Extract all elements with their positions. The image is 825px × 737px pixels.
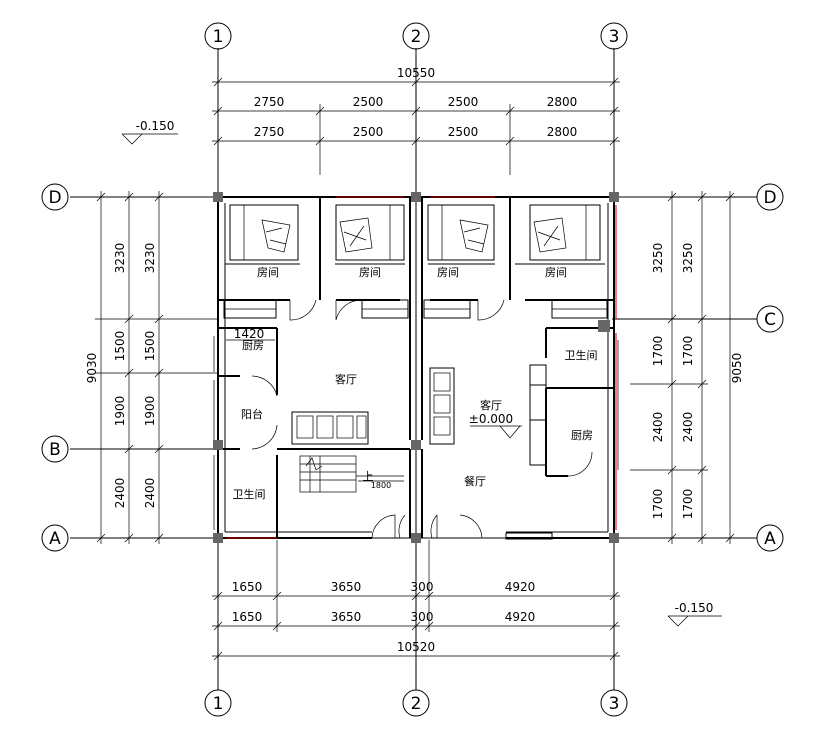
right-dimension-chains: [630, 191, 735, 544]
dim-top-row2-b: 2500: [353, 125, 384, 139]
dim-1420: 1420: [234, 327, 265, 341]
room-label-balcony: 阳台: [241, 407, 263, 421]
bed-room-1: [229, 204, 299, 261]
dim-bottom-row2-d: 4920: [505, 610, 536, 624]
dim-left-col2-c: 1900: [143, 396, 157, 427]
top-dimension-chains: [212, 77, 620, 175]
axis-bubble-right-D: D: [756, 183, 784, 211]
level-marker-bottom-right: -0.150: [667, 601, 722, 627]
dim-stair-1800: 1800: [371, 481, 391, 490]
room-label-living-right: 客厅: [480, 398, 502, 412]
room-label-living-left: 客厅: [335, 372, 357, 386]
bed-room-4: [529, 204, 601, 261]
doors: [251, 299, 593, 539]
dim-right-total: 9050: [730, 353, 744, 384]
room-label-bedroom-4: 房间: [545, 266, 567, 279]
dim-top-row1-d: 2800: [547, 95, 578, 109]
dim-top-row2-d: 2800: [547, 125, 578, 139]
axis-bubble-left-B: B: [41, 435, 69, 463]
axis-bubble-left-D: D: [41, 183, 69, 211]
room-label-bedroom-3: 房间: [437, 266, 459, 279]
dim-left-col1-a: 3230: [113, 243, 127, 274]
dim-bottom-row1-d: 4920: [505, 580, 536, 594]
dim-bottom-row2-c: 300: [411, 610, 434, 624]
dim-left-col2-a: 3230: [143, 243, 157, 274]
svg-text:B: B: [49, 440, 61, 460]
room-label-kitchen-left: 厨房: [242, 339, 264, 352]
axis-bubble-bottom-2: 2: [402, 689, 430, 717]
dim-left-col2-d: 2400: [143, 478, 157, 509]
room-label-bedroom-2: 房间: [359, 266, 381, 279]
svg-text:3: 3: [609, 27, 620, 47]
dim-left-col1-c: 1900: [113, 396, 127, 427]
bed-room-2: [335, 204, 405, 261]
dim-bottom-row2-b: 3650: [331, 610, 362, 624]
bottom-dimension-chains: [212, 540, 620, 661]
interior-walls: [218, 197, 614, 538]
windows: [213, 299, 619, 540]
axis-bubble-bottom-1: 1: [204, 689, 232, 717]
svg-text:2: 2: [411, 694, 422, 714]
left-dimension-chains: [95, 191, 218, 544]
dim-right-col1-c: 2400: [651, 412, 665, 443]
dim-left-col1-d: 2400: [113, 478, 127, 509]
svg-text:1: 1: [213, 27, 224, 47]
dim-left-col1-b: 1500: [113, 331, 127, 362]
dim-left-total: 9030: [85, 353, 99, 384]
dim-top-total: 10550: [397, 66, 435, 80]
dim-bottom-row1-a: 1650: [232, 580, 263, 594]
room-label-bath-left: 卫生间: [233, 487, 266, 501]
axis-bubble-top-3: 3: [600, 22, 628, 50]
room-label-stair-up: 上: [363, 470, 374, 483]
stair: [299, 455, 404, 493]
dim-bottom-row1-c: 300: [411, 580, 434, 594]
svg-text:1: 1: [213, 694, 224, 714]
dim-top-row2-c: 2500: [448, 125, 479, 139]
dim-bottom-row1-b: 3650: [331, 580, 362, 594]
svg-text:D: D: [763, 188, 776, 208]
dim-top-row2-a: 2750: [254, 125, 285, 139]
room-label-bedroom-1: 房间: [257, 266, 279, 279]
dim-right-col2-b: 1700: [681, 336, 695, 367]
svg-text:±0.000: ±0.000: [469, 412, 513, 426]
svg-text:A: A: [49, 529, 61, 549]
dim-left-col2-b: 1500: [143, 331, 157, 362]
structural-columns: [213, 192, 619, 543]
svg-text:2: 2: [411, 27, 422, 47]
level-marker-floor: ±0.000: [469, 412, 522, 439]
axis-bubble-right-C: C: [756, 305, 784, 333]
axis-bubble-right-A: A: [756, 524, 784, 552]
svg-text:D: D: [48, 188, 61, 208]
level-marker-top-left: -0.150: [121, 119, 178, 145]
dim-right-col1-b: 1700: [651, 336, 665, 367]
sofa-living-left: [291, 411, 369, 445]
dim-right-col2-d: 1700: [681, 489, 695, 520]
bed-room-3: [427, 204, 495, 261]
axis-bubble-top-2: 2: [402, 22, 430, 50]
room-label-dining: 餐厅: [464, 474, 486, 488]
dim-bottom-total: 10520: [397, 640, 435, 654]
dim-bottom-row2-a: 1650: [232, 610, 263, 624]
axis-bubble-top-1: 1: [204, 22, 232, 50]
red-wall-accents: [226, 196, 617, 539]
room-label-kitchen-right: 厨房: [571, 429, 593, 442]
svg-text:-0.150: -0.150: [675, 601, 714, 615]
dim-top-row1-b: 2500: [353, 95, 384, 109]
axis-bubble-left-A: A: [41, 524, 69, 552]
dim-top-row1-c: 2500: [448, 95, 479, 109]
svg-text:C: C: [764, 310, 776, 330]
room-label-bath-right: 卫生间: [565, 348, 598, 362]
svg-text:-0.150: -0.150: [136, 119, 175, 133]
svg-text:A: A: [764, 529, 776, 549]
dim-right-col2-a: 3250: [681, 243, 695, 274]
svg-text:3: 3: [609, 694, 620, 714]
sofa-living-right: [429, 367, 455, 445]
dim-right-col1-d: 1700: [651, 489, 665, 520]
axis-bubble-bottom-3: 3: [600, 689, 628, 717]
dim-right-col1-a: 3250: [651, 243, 665, 274]
dim-top-row1-a: 2750: [254, 95, 285, 109]
dim-right-col2-c: 2400: [681, 412, 695, 443]
